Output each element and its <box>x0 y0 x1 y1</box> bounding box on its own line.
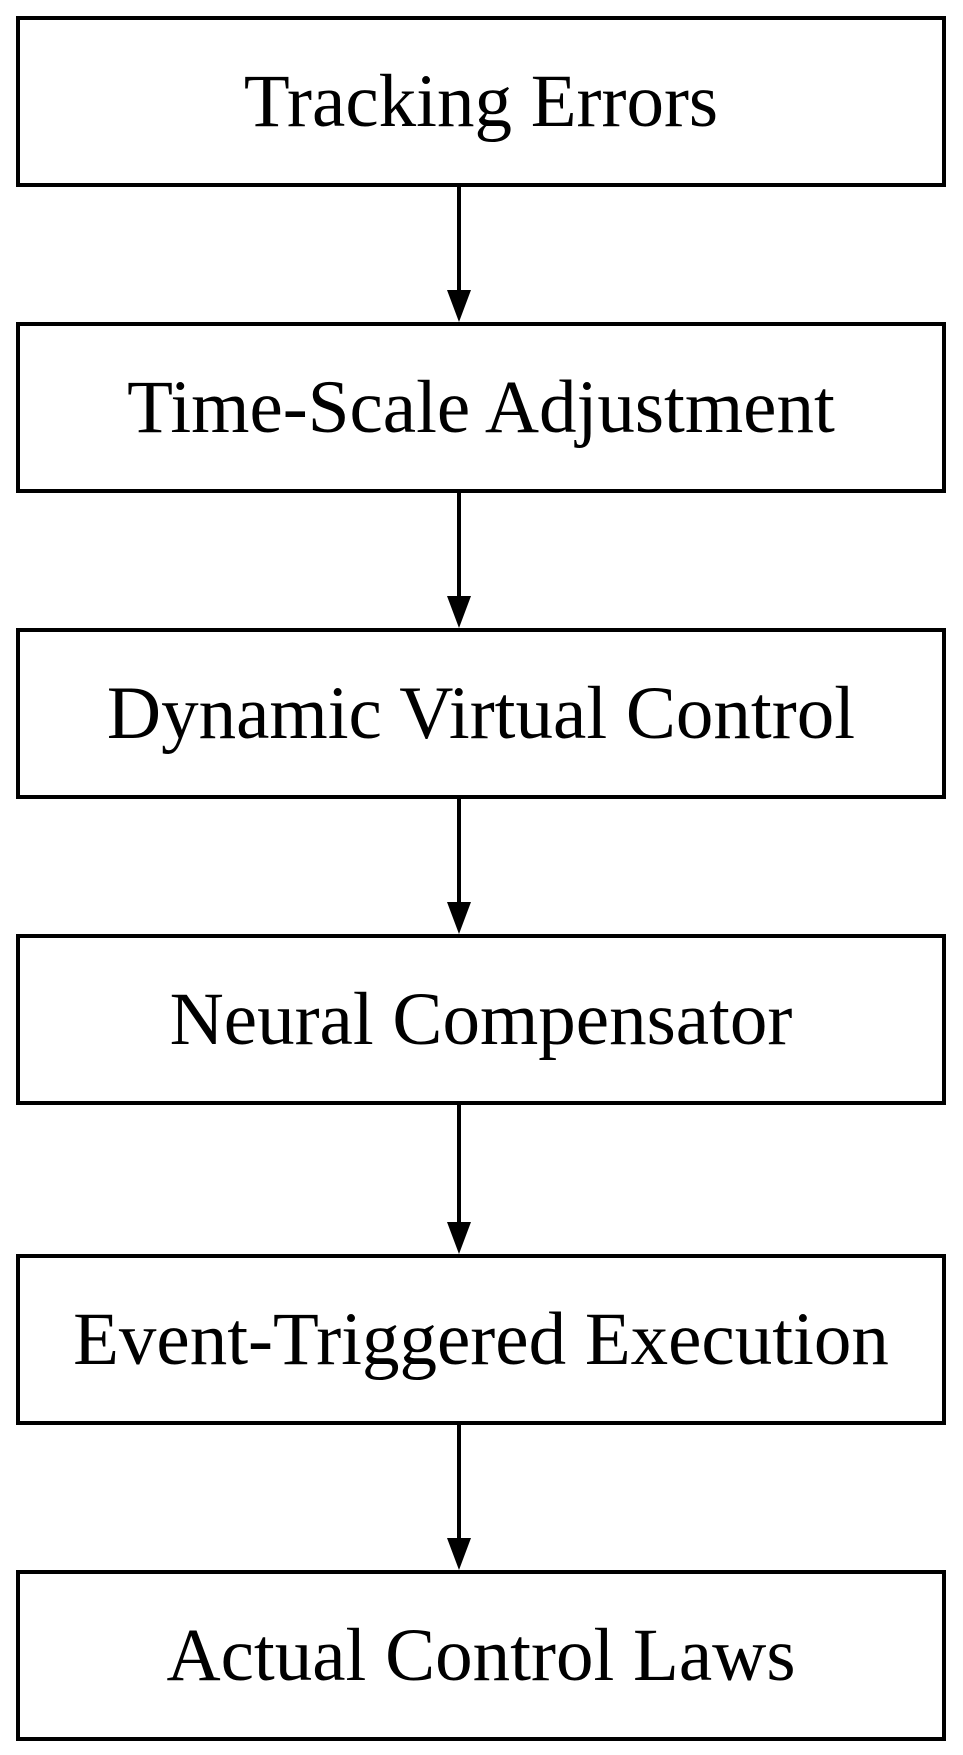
step-box-neural-compensator: Neural Compensator <box>16 934 946 1105</box>
step-box-dynamic-virtual-control: Dynamic Virtual Control <box>16 628 946 799</box>
arrow-timescale-to-virtual <box>447 493 471 628</box>
step-label-neural-compensator: Neural Compensator <box>169 978 793 1061</box>
step-label-dynamic-virtual-control: Dynamic Virtual Control <box>106 672 856 755</box>
step-label-event-triggered-execution: Event-Triggered Execution <box>73 1298 889 1381</box>
arrow-tracking-to-timescale <box>447 187 471 322</box>
step-box-event-triggered-execution: Event-Triggered Execution <box>16 1254 946 1425</box>
step-box-actual-control-laws: Actual Control Laws <box>16 1570 946 1741</box>
step-label-tracking-errors: Tracking Errors <box>243 60 719 143</box>
step-box-tracking-errors: Tracking Errors <box>16 16 946 187</box>
arrow-event-to-actual <box>447 1425 471 1570</box>
step-box-time-scale-adjustment: Time-Scale Adjustment <box>16 322 946 493</box>
step-label-time-scale-adjustment: Time-Scale Adjustment <box>127 366 835 449</box>
arrow-virtual-to-neural <box>447 799 471 934</box>
step-label-actual-control-laws: Actual Control Laws <box>166 1614 796 1697</box>
arrow-neural-to-event <box>447 1105 471 1254</box>
